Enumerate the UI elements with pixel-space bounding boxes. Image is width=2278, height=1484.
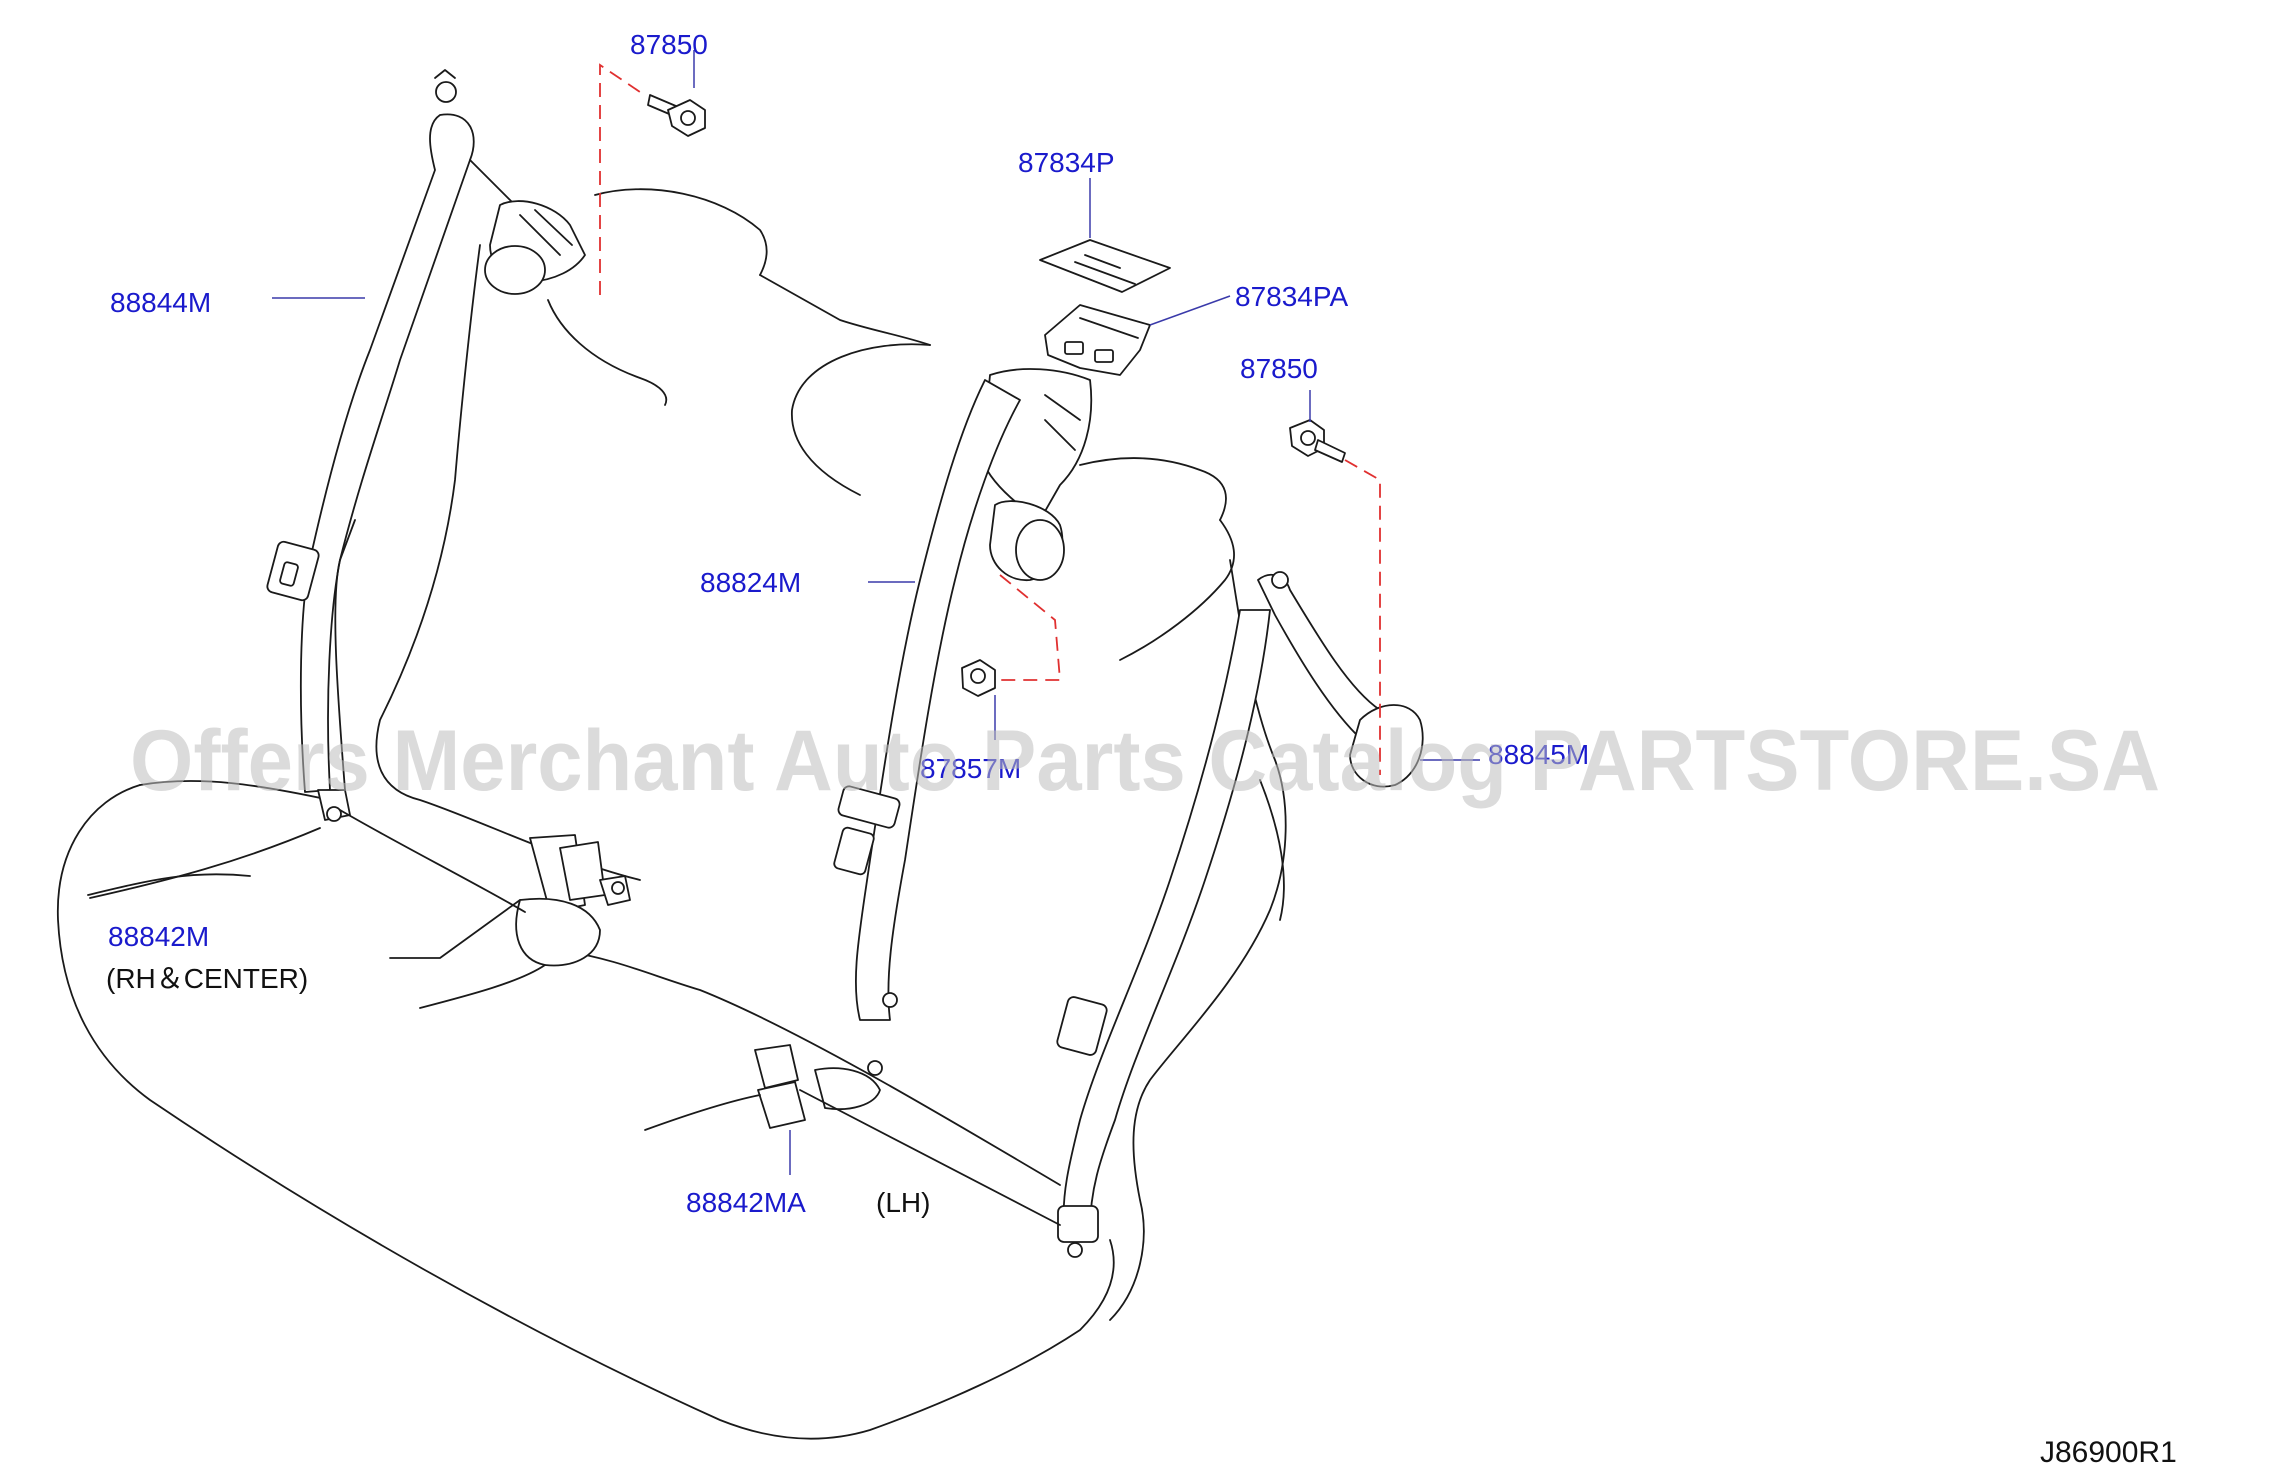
bolt-87850-right <box>1289 419 1346 463</box>
label-belt-88824m: 88824M <box>700 567 801 598</box>
retractor-left <box>484 200 586 295</box>
label-bracket-87834pa: 87834PA <box>1235 281 1348 312</box>
seat-back-right-outline <box>1079 457 1227 521</box>
bolt-87850-top <box>647 94 706 137</box>
belt-88824m <box>833 368 1093 1021</box>
dash-nut <box>999 574 1061 681</box>
label-belt-88844m: 88844M <box>110 287 211 318</box>
seat-back-left-outline <box>375 244 641 881</box>
label-buckle-88842m: 88842M <box>108 921 209 952</box>
seat-cushion-outline <box>57 784 1115 1440</box>
note-lh: (LH) <box>876 1187 930 1218</box>
label-nut-87857m: 87857M <box>920 753 1021 784</box>
watermark: Offers Merchant Auto Parts Catalog PARTS… <box>130 713 2160 809</box>
bracket-87834pa <box>1044 304 1151 376</box>
cover-87834p <box>1039 239 1171 293</box>
buckle-88842ma <box>754 1044 1061 1226</box>
dash-bolt-right <box>1344 459 1381 775</box>
label-cover-87834p: 87834P <box>1018 147 1115 178</box>
label-buckle-88842ma: 88842MA <box>686 1187 806 1218</box>
belt-88845m <box>1056 571 1424 1258</box>
nut-87857m <box>961 659 996 697</box>
label-bolt-87850-right: 87850 <box>1240 353 1318 384</box>
reference-code: J86900R1 <box>2040 1436 2177 1469</box>
dash-bolt-top <box>599 63 641 295</box>
label-belt-88845m: 88845M <box>1488 739 1589 770</box>
buckle-88842m <box>339 809 631 967</box>
label-bolt-87850-top: 87850 <box>630 29 708 60</box>
note-rh-center: (RH＆CENTER) <box>106 963 308 994</box>
belt-88844m <box>266 69 521 822</box>
